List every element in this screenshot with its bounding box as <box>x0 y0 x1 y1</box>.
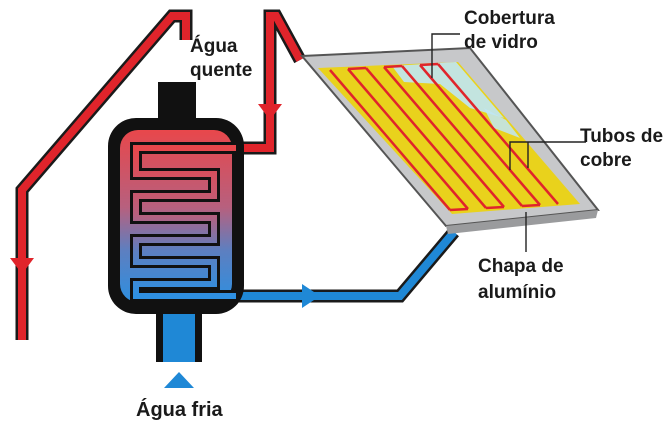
label-copper-tubes-line1: Tubos de <box>580 126 663 147</box>
label-aluminum-plate-line1: Chapa de <box>478 256 564 277</box>
flow-arrow-down-icon <box>258 104 282 120</box>
label-copper-tubes-line2: cobre <box>580 150 632 171</box>
label-cold-water: Água fria <box>136 398 224 421</box>
cold-water-inlet-arrow-icon <box>164 372 194 388</box>
label-glass-cover-line2: de vidro <box>464 32 538 53</box>
label-aluminum-plate-line2: alumínio <box>478 282 556 303</box>
flow-arrow-down-icon <box>10 258 34 274</box>
leader-lines <box>431 33 586 252</box>
glass-cover <box>392 62 504 118</box>
solar-collector-panel <box>299 46 600 234</box>
label-hot-water-line2: quente <box>190 60 252 81</box>
hot-water-pipe-left <box>10 9 193 340</box>
cold-water-pipe-panel <box>230 227 459 308</box>
hot-water-pipe-panel <box>236 9 306 155</box>
flow-arrow-right-icon <box>302 284 320 308</box>
storage-tank <box>108 82 244 362</box>
label-glass-cover-line1: Cobertura <box>464 8 555 29</box>
copper-tubes <box>329 62 559 212</box>
label-hot-water-line1: Água <box>190 35 238 57</box>
